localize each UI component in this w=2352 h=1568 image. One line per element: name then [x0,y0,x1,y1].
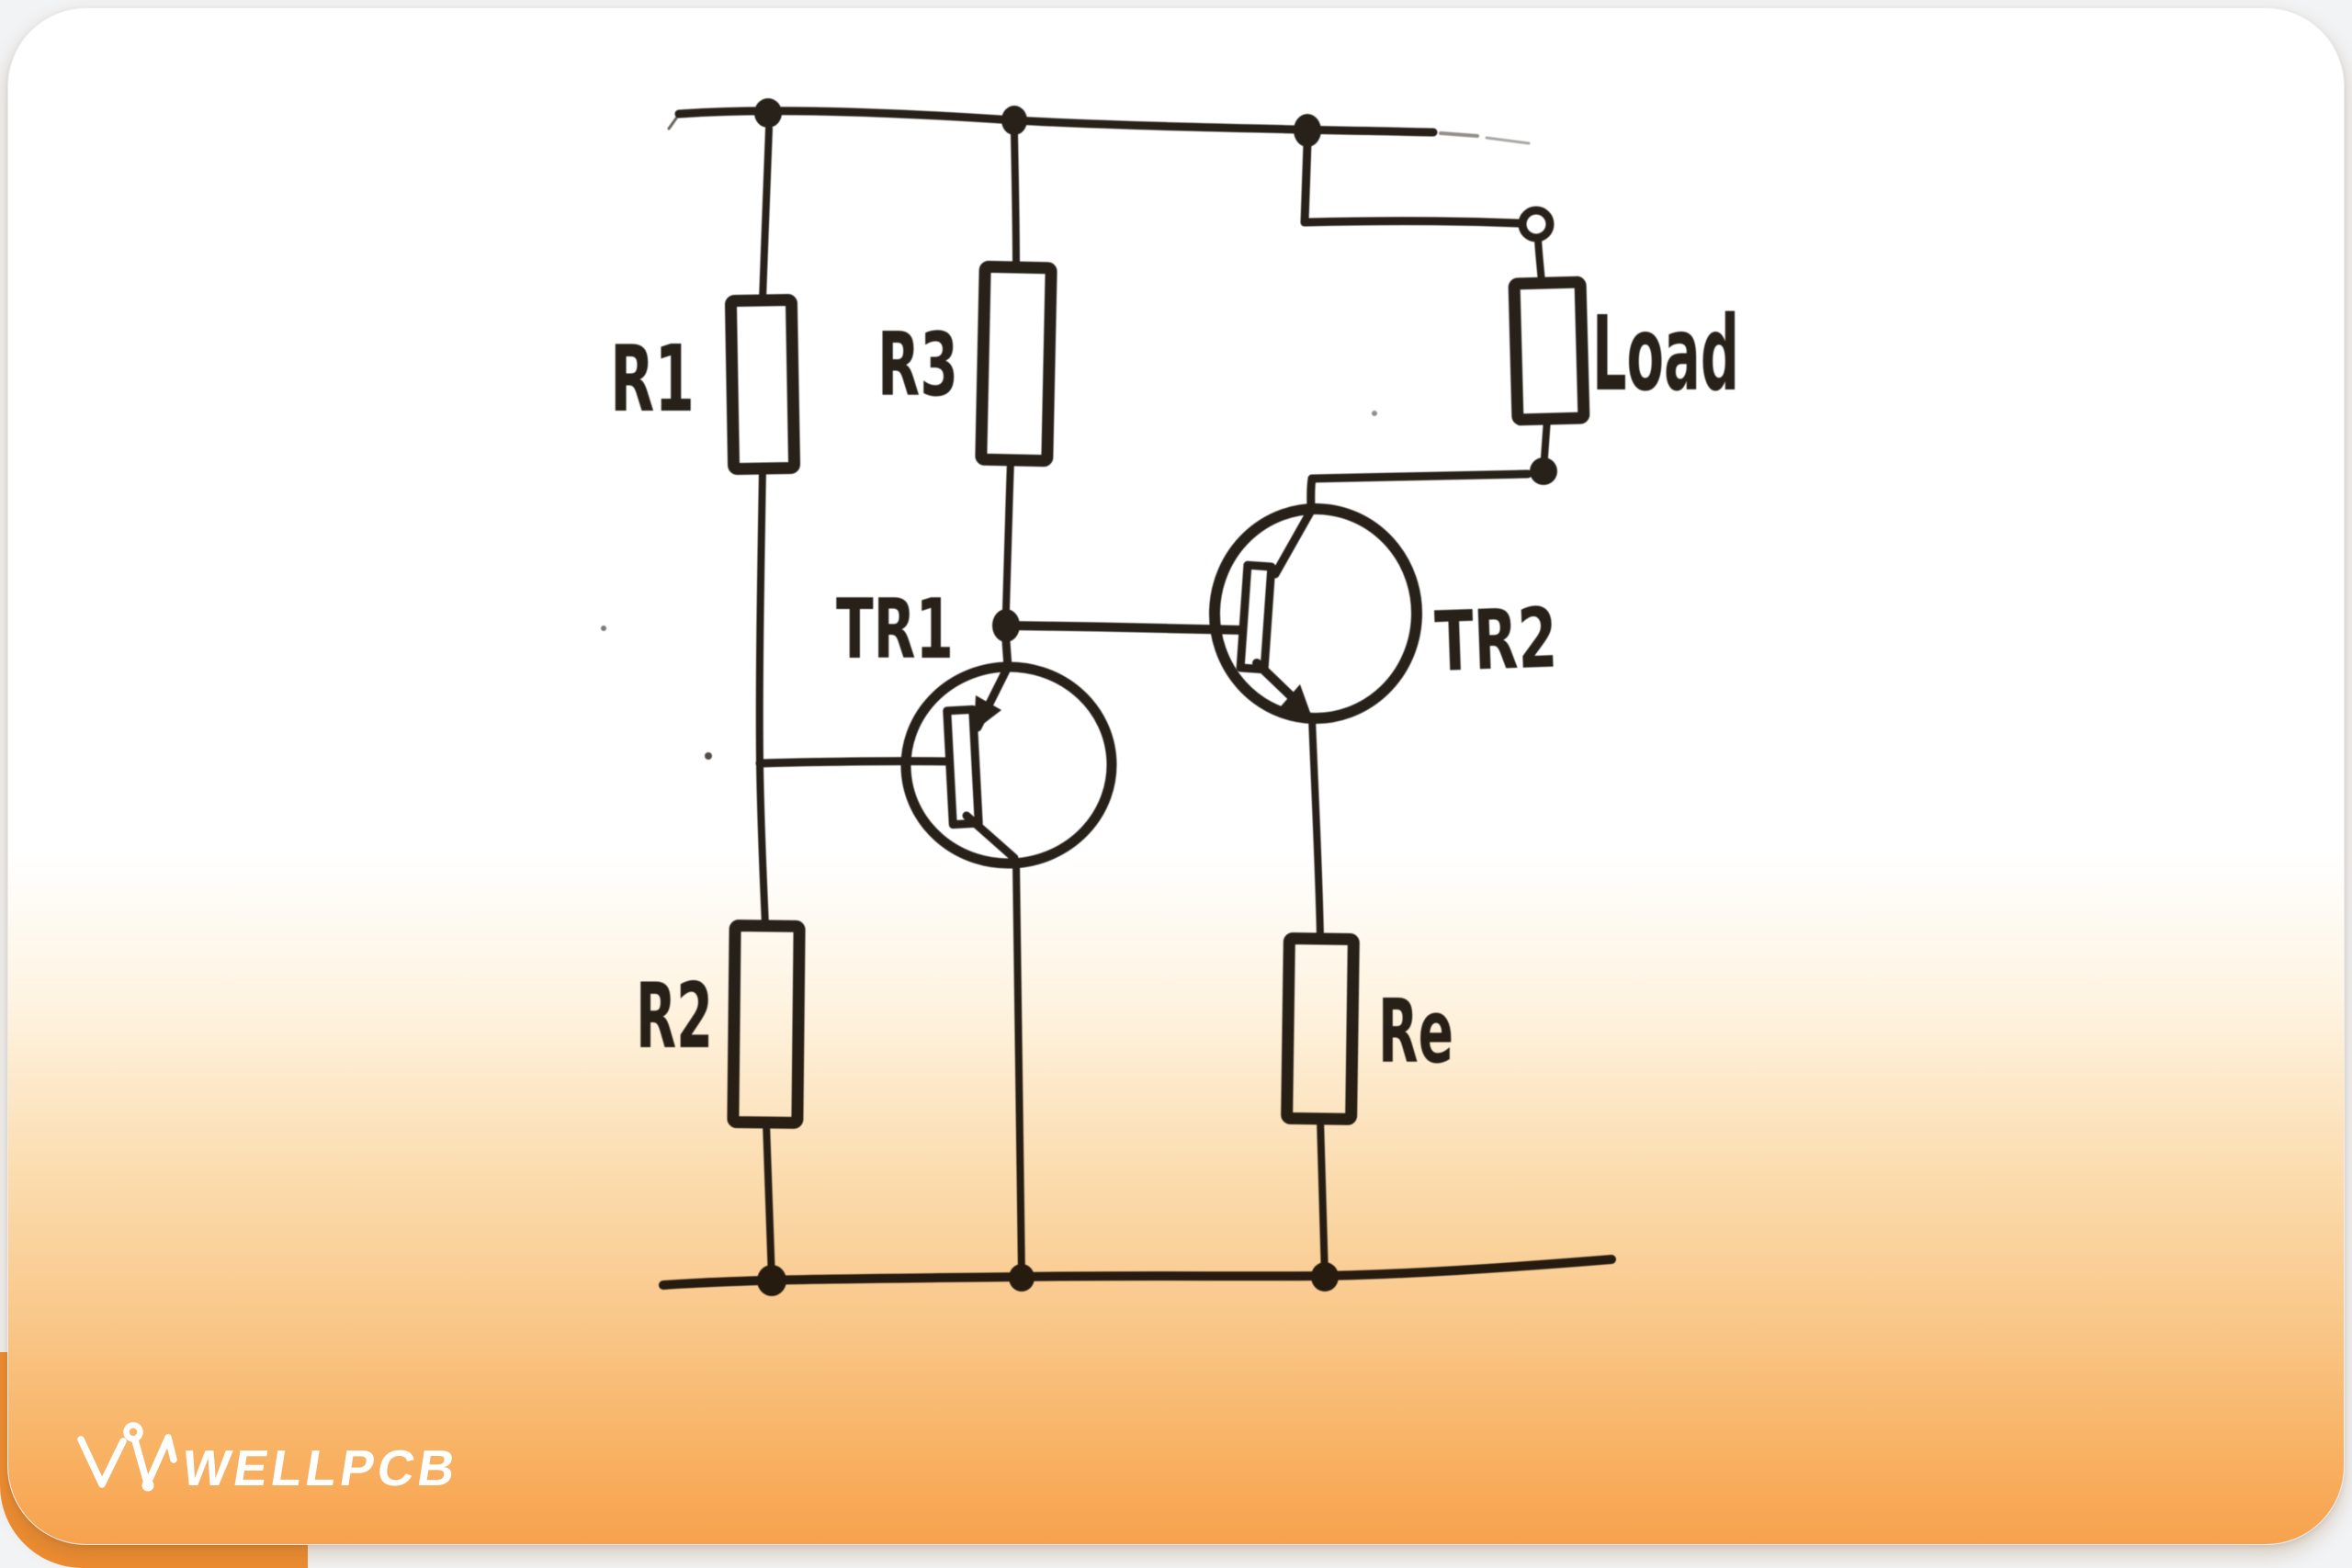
junction-dot [1530,457,1557,485]
r1-label: R1 [610,325,695,433]
resistor-r3 [975,130,1057,614]
junction-dot [1294,114,1321,147]
wellpcb-logo-text: WELLPCB [178,1439,463,1496]
schematic-card [7,7,2345,1545]
tr2-arrow [1281,684,1312,717]
tr1-arrow [974,695,1001,731]
resistor-r2 [727,919,806,1283]
ink-speck [1372,411,1377,416]
resistor-re [1281,932,1360,1280]
ground-rail [659,1255,1616,1296]
tr2-base-bar [1236,560,1276,674]
tr1-label: TR1 [836,581,954,678]
junction-dot [1009,1264,1035,1292]
resistor-r1 [724,125,801,930]
junction-dot [754,98,782,128]
ink-speck [601,626,606,631]
re-label: Re [1378,982,1453,1083]
wellpcb-logo: WELLPCB [77,1422,463,1496]
tr1-base-wire [755,757,958,768]
load-label: Load [1592,295,1739,414]
wellpcb-logo-mark [77,1422,177,1492]
junction-dot [757,1265,786,1296]
supply-rail [667,98,1531,147]
transistor-tr2 [1208,503,1423,942]
tr2-label: TR2 [1433,590,1559,691]
r3-label: R3 [877,315,958,416]
load-branch [1300,139,1590,515]
r2-label: R2 [636,964,713,1069]
transistor-tr1 [900,637,1117,1280]
ink-speck [705,752,712,760]
junction-dot [1311,1262,1339,1292]
junction-dot [1001,106,1027,135]
tr1-base-bar [943,705,983,829]
